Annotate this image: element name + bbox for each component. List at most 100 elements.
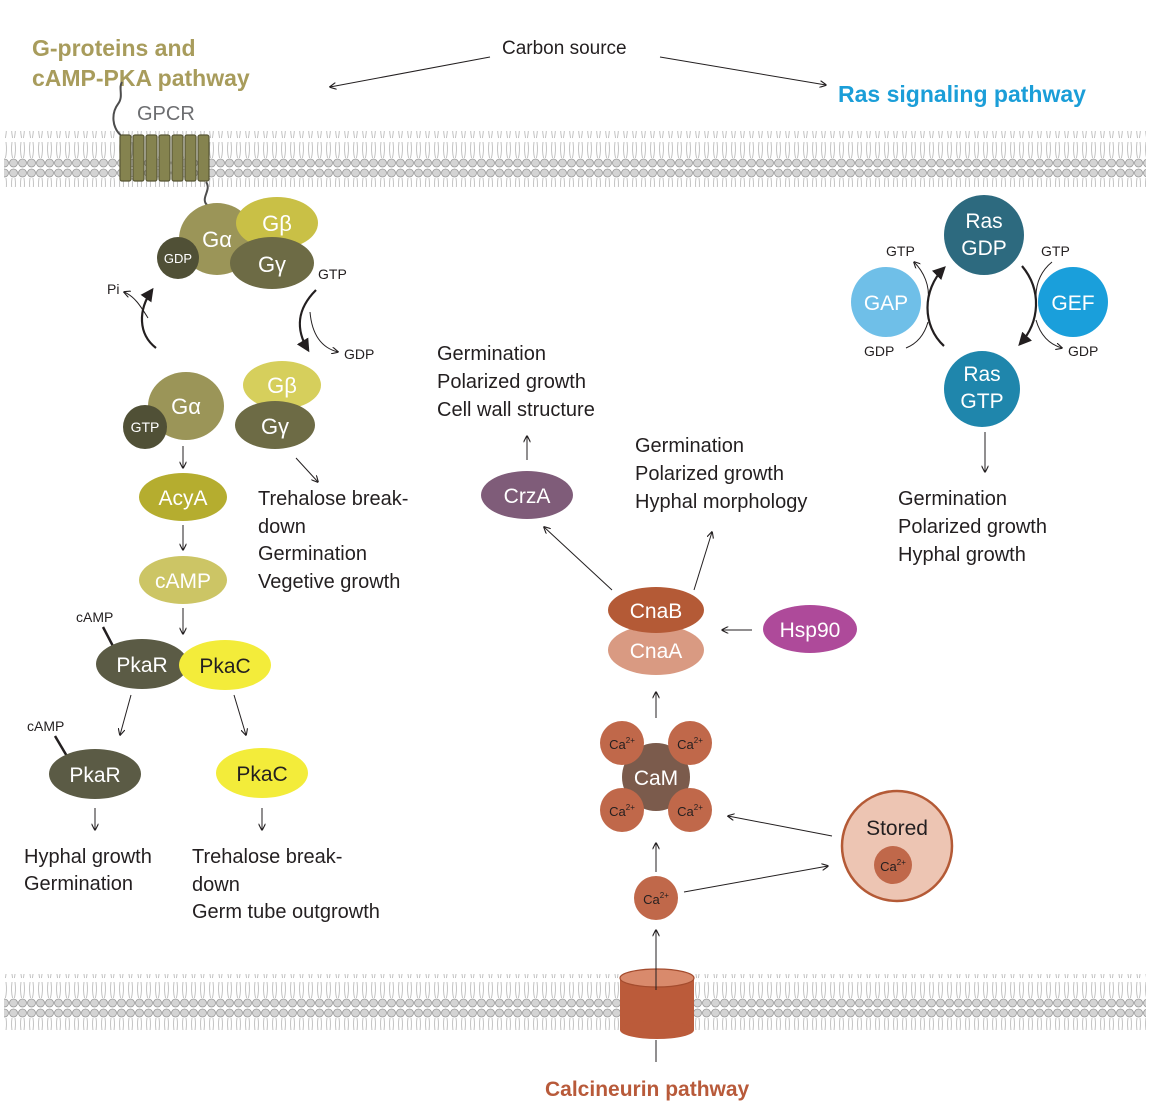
svg-text:Ca2+: Ca2+ — [609, 803, 635, 819]
gap-gdp-arrow — [905, 321, 929, 349]
pkac-free-label: PkaC — [236, 763, 287, 786]
calcium-ion-stored: Ca2+ — [874, 846, 912, 884]
svg-text:Ca2+: Ca2+ — [677, 736, 703, 752]
cnaa-node — [608, 625, 704, 675]
bottom-membrane — [4, 974, 1146, 1030]
calcium-store — [840, 789, 954, 903]
calcium-ion-bl: Ca2+ — [600, 788, 644, 832]
gef-gtp-arrow — [1035, 261, 1053, 297]
ras-effect-3: Hyphal growth — [898, 544, 1026, 566]
ras-gtp-label-2: GTP — [960, 390, 1003, 413]
pkar-holo-label: PkaR — [116, 654, 167, 677]
gap-cycle-arrow — [926, 266, 946, 347]
acya-label: AcyA — [158, 487, 207, 510]
g-beta-inactive — [236, 197, 318, 249]
g-beta-free-label: Gβ — [267, 373, 297, 398]
pkar-free — [49, 749, 141, 799]
ras-gtp-label-1: Ras — [963, 363, 1000, 386]
hydrolysis-arrow — [140, 287, 157, 349]
camp-tag-free: cAMP — [27, 718, 64, 734]
crza-effect-3: Cell wall structure — [437, 399, 595, 421]
pkar-effect-1: Hyphal growth — [24, 846, 152, 868]
gprotein-title-line2: cAMP-PKA pathway — [32, 65, 250, 91]
ras-title: Ras signaling pathway — [838, 81, 1086, 107]
cn-effect-1: Germination — [635, 435, 744, 457]
calcium-ion-tr: Ca2+ — [668, 721, 712, 765]
g-gamma-inactive — [230, 237, 314, 289]
calcium-ion-free: Ca2+ — [634, 876, 678, 920]
gap-label: GAP — [864, 292, 908, 315]
gprotein-title-line1: G-proteins and — [32, 35, 196, 61]
ras-effect-2: Polarized growth — [898, 516, 1047, 538]
cnab-label: CnaB — [630, 600, 683, 623]
crza-effect-1: Germination — [437, 343, 546, 365]
pkar-holoenzyme — [96, 639, 188, 689]
gap-node — [851, 267, 921, 337]
cn-effect-3: Hyphal morphology — [635, 491, 807, 513]
cn-to-crza-arrow — [544, 527, 613, 591]
svg-text:Ca2+: Ca2+ — [643, 891, 669, 907]
g-gamma-free — [235, 401, 315, 449]
gdp-out-label: GDP — [344, 346, 374, 362]
ras-gdp-node — [944, 195, 1024, 275]
pkac-holo-label: PkaC — [199, 655, 250, 678]
gbg-effect-3: Germination — [258, 543, 367, 565]
cam-node — [622, 743, 690, 811]
g-gamma-free-label: Gγ — [261, 414, 289, 439]
gbg-effect-arrow — [295, 457, 318, 482]
gef-gtp-label: GTP — [1041, 243, 1070, 259]
gef-cycle-arrow — [1018, 265, 1038, 346]
gbg-effect-2: down — [258, 516, 306, 538]
crza-effect-2: Polarized growth — [437, 371, 586, 393]
pkac-free — [216, 748, 308, 798]
gef-gdp-label: GDP — [1068, 343, 1098, 359]
gap-gtp-label: GTP — [886, 243, 915, 259]
gpcr-receptor — [112, 81, 211, 223]
pkac-effect-2: down — [192, 874, 240, 896]
crza-node — [481, 471, 573, 519]
cn-effect-arrow — [693, 532, 712, 591]
gdp-bound — [157, 237, 199, 279]
camp-node — [139, 556, 227, 604]
gdp-bound-label: GDP — [164, 251, 192, 266]
g-alpha-active-label: Gα — [171, 394, 201, 419]
store-to-cam-arrow — [728, 816, 833, 837]
calcineurin-title: Calcineurin pathway — [545, 1078, 750, 1101]
gbg-effect-4: Vegetive growth — [258, 571, 400, 593]
arrow-to-pkac-free — [233, 694, 246, 735]
acya-node — [139, 473, 227, 521]
pi-label: Pi — [107, 281, 119, 297]
calcium-ion-tl: Ca2+ — [600, 721, 644, 765]
pkac-effect-1: Trehalose break- — [192, 846, 342, 868]
arrow-to-pkar-free — [120, 694, 132, 735]
stored-label: Stored — [866, 817, 928, 840]
camp-tag-free-line — [53, 735, 70, 759]
calcium-ion-br: Ca2+ — [668, 788, 712, 832]
crza-label: CrzA — [504, 485, 551, 508]
ca-to-store-arrow — [683, 866, 828, 893]
g-alpha-active — [148, 372, 224, 440]
g-gamma-inactive-label: Gγ — [258, 252, 286, 277]
gtp-bound-label: GTP — [131, 419, 160, 435]
carbon-arrow-left — [330, 56, 491, 87]
cam-label: CaM — [634, 767, 678, 790]
g-beta-inactive-label: Gβ — [262, 211, 292, 236]
carbon-arrow-right — [659, 56, 826, 85]
ras-gtp-node — [944, 351, 1020, 427]
gap-gtp-arrow — [914, 262, 929, 301]
ras-effect-1: Germination — [898, 488, 1007, 510]
pkar-effect-2: Germination — [24, 873, 133, 895]
gdp-out-arrow — [309, 311, 338, 352]
calcium-channel — [619, 968, 695, 1039]
ras-gdp-label-1: Ras — [965, 210, 1002, 233]
gbg-effect-1: Trehalose break- — [258, 488, 408, 510]
svg-text:Ca2+: Ca2+ — [880, 858, 906, 874]
camp-label: cAMP — [155, 570, 211, 593]
pkac-effect-3: Germ tube outgrowth — [192, 901, 380, 923]
g-beta-free — [243, 361, 321, 409]
gtp-bound — [123, 405, 167, 449]
pi-out-arrow — [124, 292, 149, 319]
g-alpha-inactive-label: Gα — [202, 227, 232, 252]
gef-label: GEF — [1051, 292, 1094, 315]
